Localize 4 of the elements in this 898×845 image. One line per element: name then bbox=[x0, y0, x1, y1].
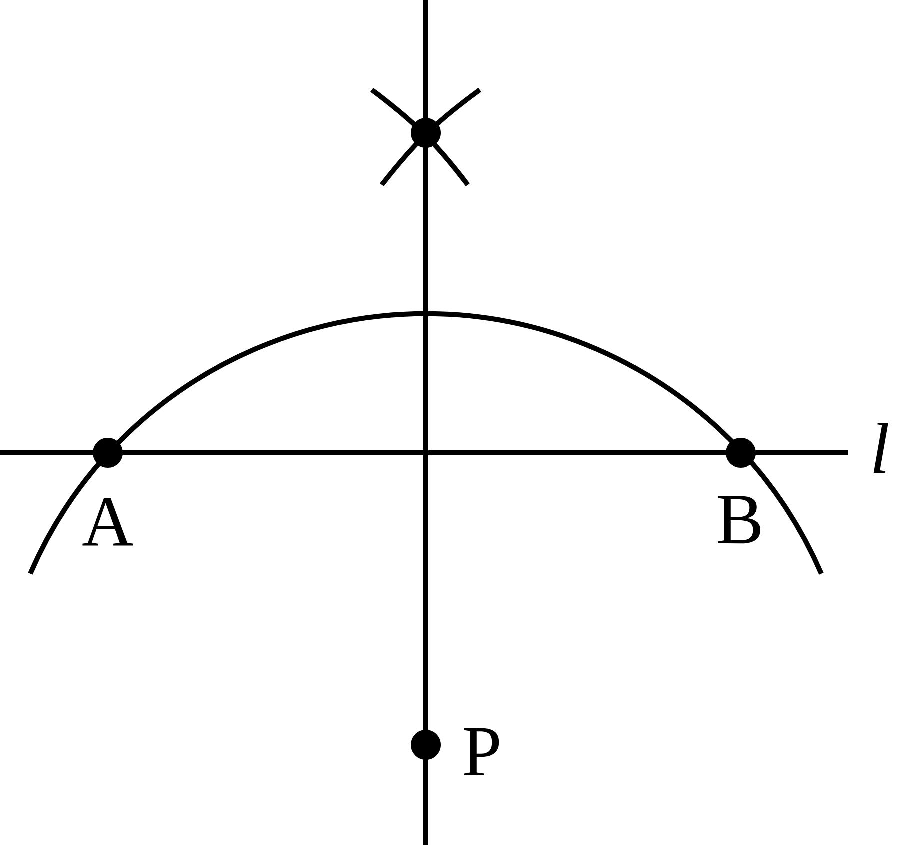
point-label: l bbox=[874, 423, 888, 473]
point-label: A bbox=[82, 498, 134, 546]
point-label: P bbox=[464, 728, 500, 776]
point-label: B bbox=[718, 496, 760, 544]
